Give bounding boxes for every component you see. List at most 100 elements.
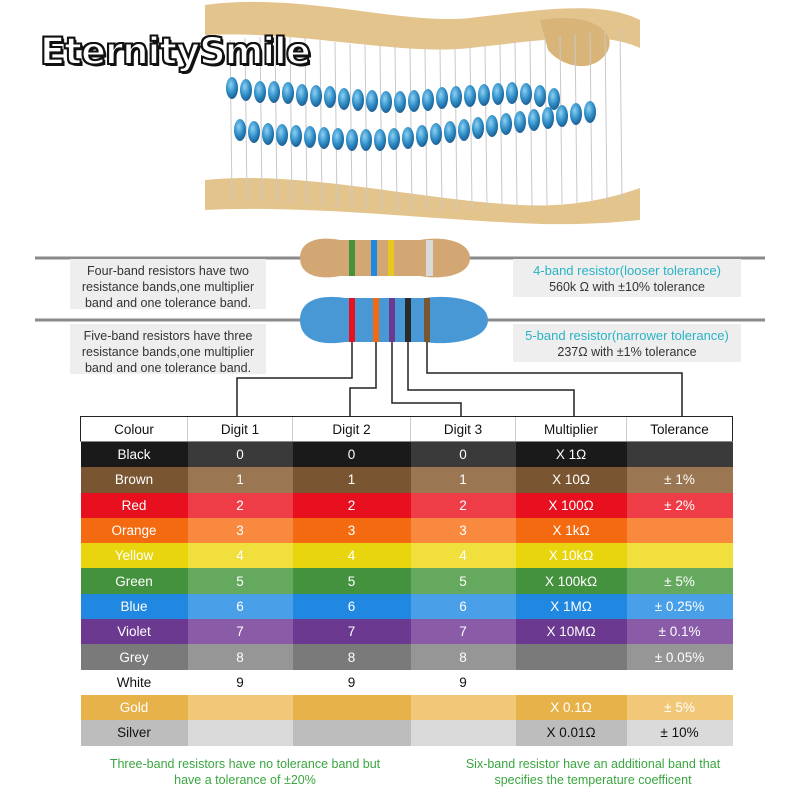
header-digit-3: Digit 3 <box>410 416 516 442</box>
cell-digit-1: 8 <box>187 644 293 670</box>
cell-multiplier: X 10MΩ <box>515 619 627 645</box>
cell-colour: Grey <box>80 644 188 670</box>
four-band-title: 4-band resistor(looser tolerance) <box>533 263 721 278</box>
band-blue <box>371 240 377 276</box>
cell-multiplier: X 100Ω <box>515 492 627 518</box>
five-band-description-text: Five-band resistors have three resistanc… <box>81 329 255 375</box>
cell-digit-3: 7 <box>410 619 516 645</box>
cell-digit-3 <box>410 720 516 746</box>
three-band-footnote: Three-band resistors have no tolerance b… <box>109 757 381 787</box>
cell-tolerance: ± 5% <box>626 694 733 721</box>
resistor-tape-photo <box>0 0 800 228</box>
cell-digit-3: 2 <box>410 492 516 518</box>
band-brown <box>424 298 430 342</box>
cell-tolerance <box>626 517 733 544</box>
cell-digit-1: 2 <box>187 492 293 518</box>
cell-digit-2: 1 <box>292 467 411 493</box>
resistor-band-diagram: Four-band resistors have two resistance … <box>0 228 800 418</box>
cell-tolerance: ± 0.25% <box>626 593 733 620</box>
five-band-value: 237Ω with ±1% tolerance <box>557 345 697 359</box>
cell-digit-2: 2 <box>292 492 411 518</box>
cell-digit-3 <box>410 694 516 721</box>
band-yellow <box>388 240 394 276</box>
four-band-example: 4-band resistor(looser tolerance) 560k Ω… <box>513 259 741 297</box>
cell-digit-2: 7 <box>292 619 411 645</box>
five-band-description: Five-band resistors have three resistanc… <box>70 324 266 375</box>
band-silver <box>426 240 433 276</box>
cell-digit-1: 1 <box>187 467 293 493</box>
cell-colour: Brown <box>80 467 188 493</box>
cell-colour: Black <box>80 441 188 468</box>
cell-digit-2: 5 <box>292 568 411 594</box>
cell-multiplier <box>515 669 627 695</box>
cell-digit-2 <box>292 694 411 721</box>
cell-tolerance: ± 0.05% <box>626 644 733 670</box>
cell-digit-2: 6 <box>292 593 411 620</box>
cell-digit-1: 3 <box>187 517 293 544</box>
cell-digit-2: 0 <box>292 441 411 468</box>
cell-digit-3: 3 <box>410 517 516 544</box>
cell-multiplier: X 10Ω <box>515 467 627 493</box>
colour-code-table: Colour Digit 1 Digit 2 Digit 3 Multiplie… <box>80 416 733 746</box>
cell-digit-1: 9 <box>187 669 293 695</box>
cell-digit-2: 3 <box>292 517 411 544</box>
cell-digit-3: 8 <box>410 644 516 670</box>
cell-tolerance: ± 10% <box>626 720 733 746</box>
cell-digit-2 <box>292 720 411 746</box>
header-colour: Colour <box>80 416 188 442</box>
five-band-example: 5-band resistor(narrower tolerance) 237Ω… <box>513 324 741 362</box>
cell-digit-1 <box>187 720 293 746</box>
cell-digit-3: 6 <box>410 593 516 620</box>
header-digit-1: Digit 1 <box>187 416 293 442</box>
cell-multiplier: X 1MΩ <box>515 593 627 620</box>
band-green <box>349 240 355 276</box>
cell-digit-1: 6 <box>187 593 293 620</box>
cell-colour: Red <box>80 492 188 518</box>
cell-digit-1 <box>187 694 293 721</box>
header-digit-2: Digit 2 <box>292 416 411 442</box>
resistor-photo-banner: EternitySmile <box>0 0 800 228</box>
four-band-description: Four-band resistors have two resistance … <box>70 259 266 310</box>
cell-multiplier <box>515 644 627 670</box>
header-tolerance: Tolerance <box>626 416 733 442</box>
four-band-value: 560k Ω with ±10% tolerance <box>549 280 705 294</box>
cell-colour: Silver <box>80 720 188 746</box>
cell-colour: Yellow <box>80 543 188 569</box>
band-black <box>405 298 411 342</box>
cell-digit-1: 5 <box>187 568 293 594</box>
cell-tolerance: ± 2% <box>626 492 733 518</box>
cell-digit-3: 0 <box>410 441 516 468</box>
cell-tolerance <box>626 669 733 695</box>
cell-multiplier: X 10kΩ <box>515 543 627 569</box>
band-violet <box>389 298 395 342</box>
four-band-description-text: Four-band resistors have two resistance … <box>81 264 255 310</box>
cell-tolerance: ± 1% <box>626 467 733 493</box>
cell-colour: White <box>80 669 188 695</box>
table-header-row: Colour Digit 1 Digit 2 Digit 3 Multiplie… <box>80 416 733 442</box>
resistor-4band-body <box>300 238 470 278</box>
cell-colour: Orange <box>80 517 188 544</box>
cell-tolerance: ± 0.1% <box>626 619 733 645</box>
cell-digit-3: 1 <box>410 467 516 493</box>
band-red <box>349 298 355 342</box>
six-band-footnote: Six-band resistor have an additional ban… <box>465 757 721 787</box>
cell-digit-2: 4 <box>292 543 411 569</box>
cell-tolerance <box>626 543 733 569</box>
cell-digit-1: 0 <box>187 441 293 468</box>
cell-colour: Blue <box>80 593 188 620</box>
cell-multiplier: X 1Ω <box>515 441 627 468</box>
header-multiplier: Multiplier <box>515 416 627 442</box>
resistor-illustration <box>35 238 765 418</box>
cell-digit-1: 4 <box>187 543 293 569</box>
brand-watermark: EternitySmile <box>39 29 312 74</box>
